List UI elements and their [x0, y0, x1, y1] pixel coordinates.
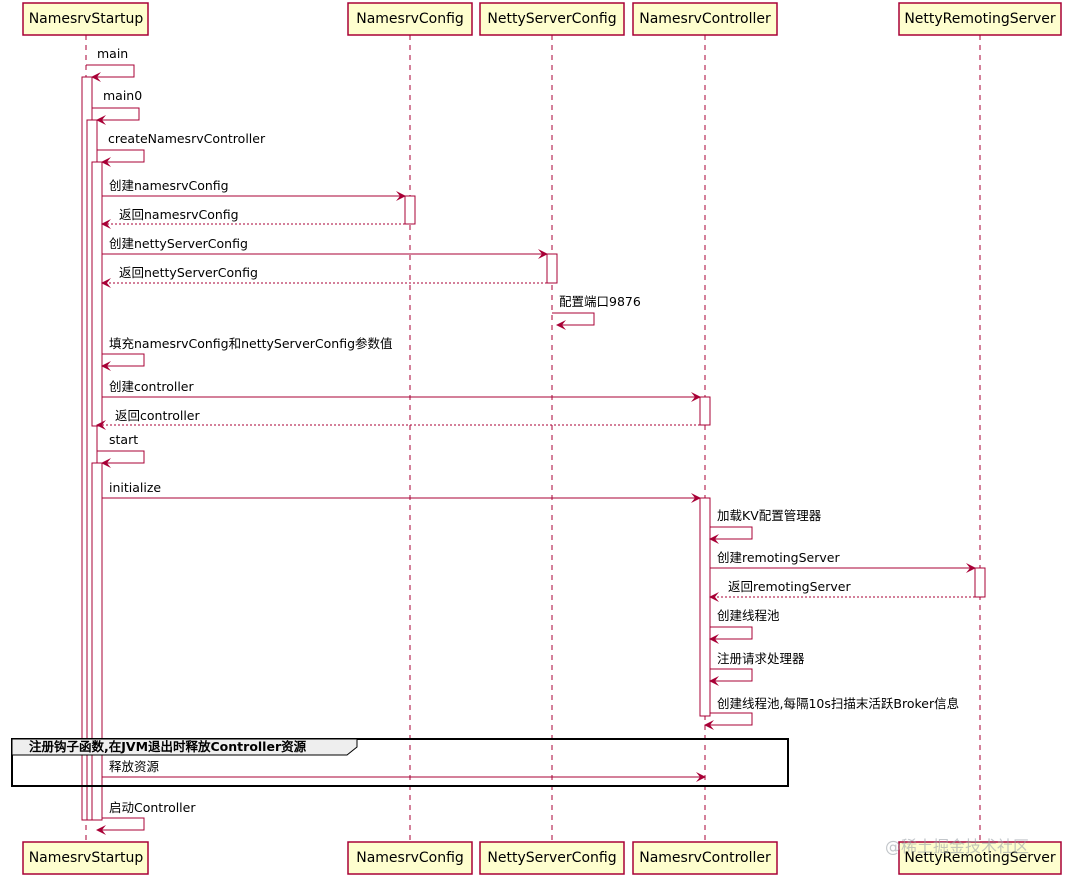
message-create-controller: 创建controller [109, 379, 194, 394]
message-start-controller: 启动Controller [109, 800, 196, 815]
message-load-kv-config: 加载KV配置管理器 [717, 508, 822, 523]
message-initialize: initialize [109, 480, 161, 495]
message-return-netty-server-config: 返回nettyServerConfig [119, 265, 258, 280]
participant-namesrv-config-top [347, 2, 473, 36]
message-main-arrow [86, 64, 135, 82]
message-scan-broker-arrow [704, 712, 753, 730]
activation-startup-start [91, 462, 103, 821]
participant-label: NamesrvStartup [29, 850, 144, 866]
message-create-controller-arrow [97, 149, 145, 167]
participant-netty-server-config-top [479, 2, 625, 36]
message-start-controller-arrow [96, 817, 145, 835]
message-config-port: 配置端口9876 [559, 294, 641, 309]
message-fill-config-arrow [101, 353, 145, 371]
message-scan-broker: 创建线程池,每隔10s扫描末活跃Broker信息 [717, 696, 959, 711]
participant-label: NettyServerConfig [487, 850, 616, 866]
message-main0-arrow [92, 107, 140, 125]
message-return-controller: 返回controller [115, 408, 200, 423]
message-register-processor: 注册请求处理器 [717, 651, 805, 666]
participant-netty-remoting-server-top [898, 2, 1062, 36]
participant-namesrv-controller-bottom [632, 841, 778, 875]
participant-label: NamesrvConfig [356, 850, 464, 866]
message-load-kv-arrow [709, 526, 753, 544]
participant-namesrv-config-bottom [347, 841, 473, 875]
message-create-threadpool-arrow [709, 626, 753, 644]
participant-netty-server-config-bottom [479, 841, 625, 875]
group-label: 注册钩子函数,在JVM退出时释放Controller资源 [29, 739, 307, 754]
activation-startup-create-controller [91, 161, 103, 427]
message-create-namesrv-config: 创建namesrvConfig [109, 178, 229, 193]
participant-label: NettyRemotingServer [904, 11, 1056, 27]
message-fill-config: 填充namesrvConfig和nettyServerConfig参数值 [109, 336, 393, 351]
message-create-netty-server-config: 创建nettyServerConfig [109, 236, 248, 251]
activation-remoting-server [974, 567, 986, 598]
group-tab [11, 738, 358, 756]
participant-label: NettyServerConfig [487, 11, 616, 27]
activation-config [404, 195, 416, 225]
participant-label: NamesrvController [639, 11, 771, 27]
message-create-threadpool: 创建线程池 [717, 608, 780, 623]
activation-netty-config [546, 253, 558, 284]
activation-controller-create [699, 396, 711, 426]
participant-namesrv-startup-bottom [22, 841, 149, 875]
message-main0: main0 [103, 88, 142, 103]
message-main: main [97, 46, 128, 61]
participant-label: NamesrvConfig [356, 11, 464, 27]
participant-label: NamesrvStartup [29, 11, 144, 27]
message-start: start [109, 432, 138, 447]
message-create-namesrv-controller: createNamesrvController [108, 131, 266, 146]
message-create-remoting-server: 创建remotingServer [717, 550, 840, 565]
participant-label: NettyRemotingServer [904, 850, 1056, 866]
message-return-namesrv-config: 返回namesrvConfig [119, 207, 239, 222]
activation-controller-initialize [699, 497, 711, 717]
participant-label: NamesrvController [639, 850, 771, 866]
participant-namesrv-controller-top [632, 2, 778, 36]
participant-netty-remoting-server-bottom [898, 841, 1062, 875]
watermark-text: @稀土掘金技术社区 [885, 837, 1029, 856]
message-return-remoting-server: 返回remotingServer [728, 579, 851, 594]
message-config-port-arrow [552, 312, 595, 330]
message-register-processor-arrow [709, 668, 753, 686]
group-frame [11, 738, 789, 787]
message-release-resources: 释放资源 [109, 759, 160, 774]
participant-namesrv-startup-top [22, 2, 149, 36]
message-start-arrow [97, 450, 145, 468]
